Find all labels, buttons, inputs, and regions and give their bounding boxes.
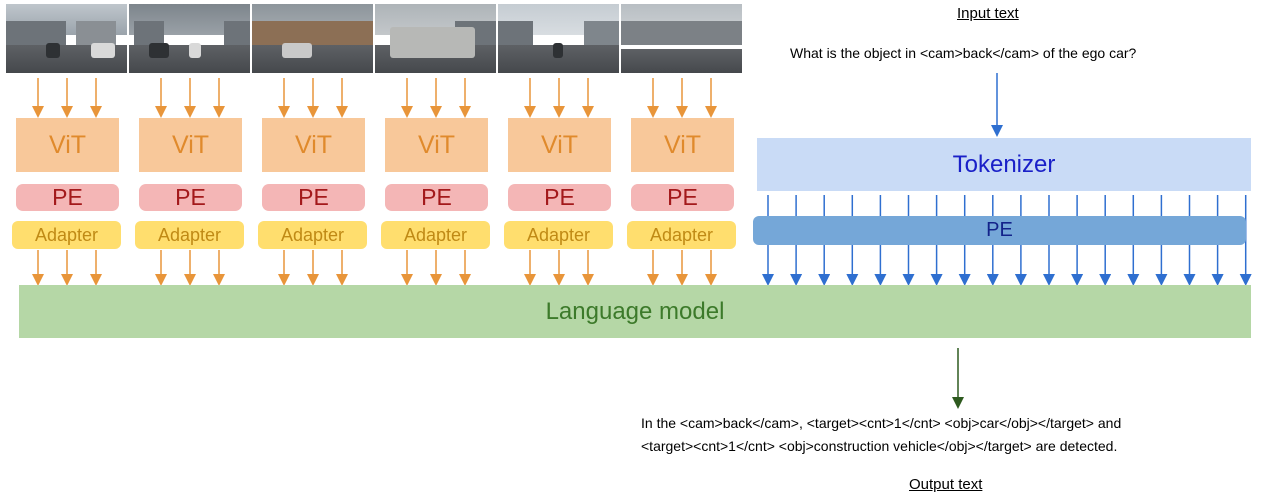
image-pe-box-6: PE — [631, 184, 734, 211]
text-pe-box: PE — [753, 216, 1246, 245]
output-text-line-1: In the <cam>back</cam>, <target><cnt>1</… — [641, 415, 1122, 431]
camera-image-1 — [6, 4, 127, 73]
vit-box-5: ViT — [508, 118, 611, 172]
adapter-box-4: Adapter — [381, 221, 490, 249]
camera-image-5 — [498, 4, 619, 73]
vit-box-4: ViT — [385, 118, 488, 172]
adapter-box-1: Adapter — [12, 221, 121, 249]
output-text-line-2: <target><cnt>1</cnt> <obj>construction v… — [641, 438, 1118, 454]
camera-image-6 — [621, 4, 742, 73]
input-text-label: Input text — [957, 5, 1019, 22]
image-pe-box-3: PE — [262, 184, 365, 211]
vit-box-1: ViT — [16, 118, 119, 172]
vit-box-3: ViT — [262, 118, 365, 172]
language-model-box: Language model — [19, 285, 1251, 338]
output-text-label: Output text — [909, 476, 983, 493]
camera-image-3 — [252, 4, 373, 73]
vit-box-6: ViT — [631, 118, 734, 172]
input-text: What is the object in <cam>back</cam> of… — [790, 45, 1137, 61]
camera-image-4 — [375, 4, 496, 73]
tokenizer-box: Tokenizer — [757, 138, 1251, 191]
adapter-box-2: Adapter — [135, 221, 244, 249]
camera-image-2 — [129, 4, 250, 73]
adapter-box-5: Adapter — [504, 221, 613, 249]
image-pe-box-2: PE — [139, 184, 242, 211]
vit-box-2: ViT — [139, 118, 242, 172]
adapter-box-3: Adapter — [258, 221, 367, 249]
image-pe-box-1: PE — [16, 184, 119, 211]
image-pe-box-5: PE — [508, 184, 611, 211]
image-pe-box-4: PE — [385, 184, 488, 211]
adapter-box-6: Adapter — [627, 221, 736, 249]
